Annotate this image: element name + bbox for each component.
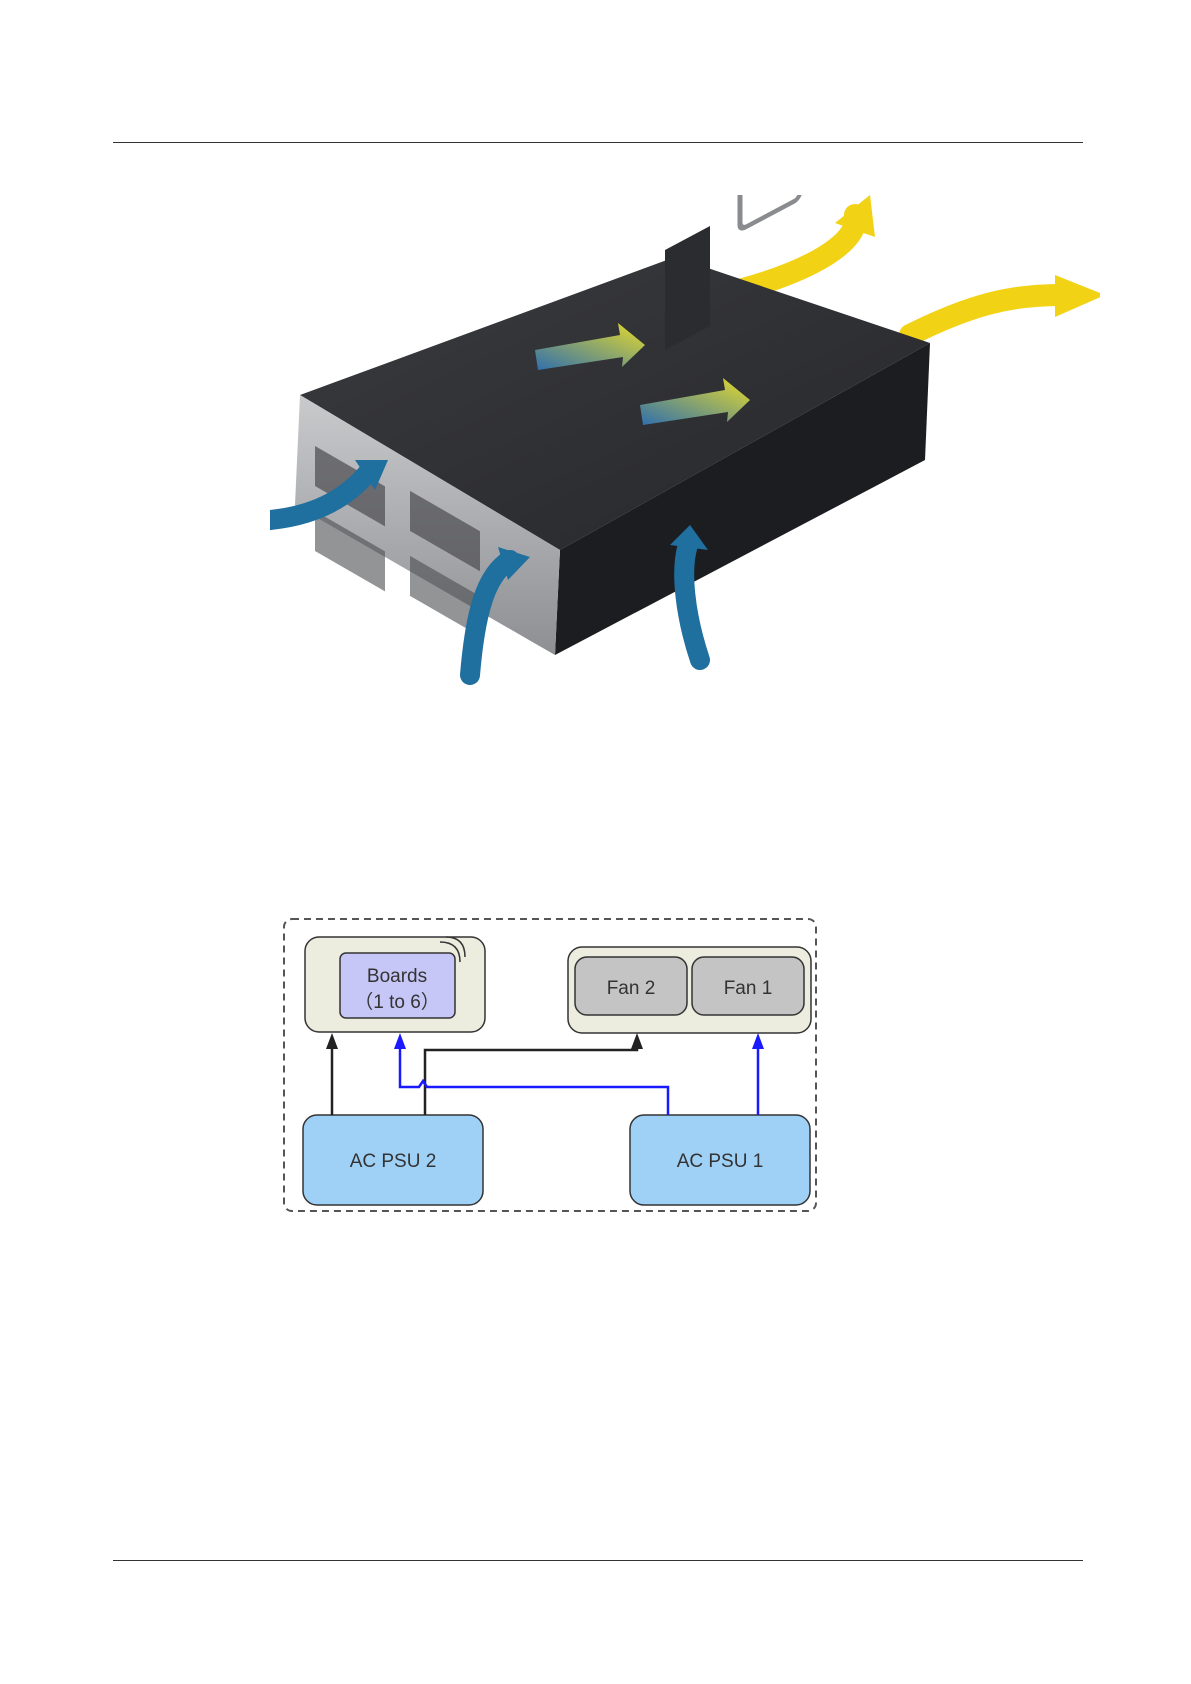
fan-1-label: Fan 1 xyxy=(724,978,773,999)
power-distribution-diagram: Boards （1 to 6） Fan 2 Fan 1 AC PSU 2 AC … xyxy=(280,915,820,1215)
psu2-to-boards-link xyxy=(326,1033,338,1115)
ac-psu-2-label: AC PSU 2 xyxy=(350,1151,437,1172)
exhaust-arrow-2 xyxy=(910,275,1100,335)
chassis-airflow-illustration xyxy=(270,195,1100,740)
intake-arrow-3 xyxy=(670,525,708,660)
exhaust-arrow-1 xyxy=(740,195,875,290)
boards-label: Boards xyxy=(367,966,427,987)
header-rule xyxy=(113,142,1083,143)
psu2-to-fans-link xyxy=(425,1033,643,1115)
ac-psu-1-label: AC PSU 1 xyxy=(677,1151,764,1172)
psu1-to-boards-link xyxy=(394,1033,668,1115)
boards-range-label: （1 to 6） xyxy=(354,991,440,1013)
footer-rule xyxy=(113,1560,1083,1561)
fan-2-label: Fan 2 xyxy=(607,978,656,999)
psu1-to-fans-link xyxy=(752,1033,764,1115)
side-handle xyxy=(740,195,800,230)
